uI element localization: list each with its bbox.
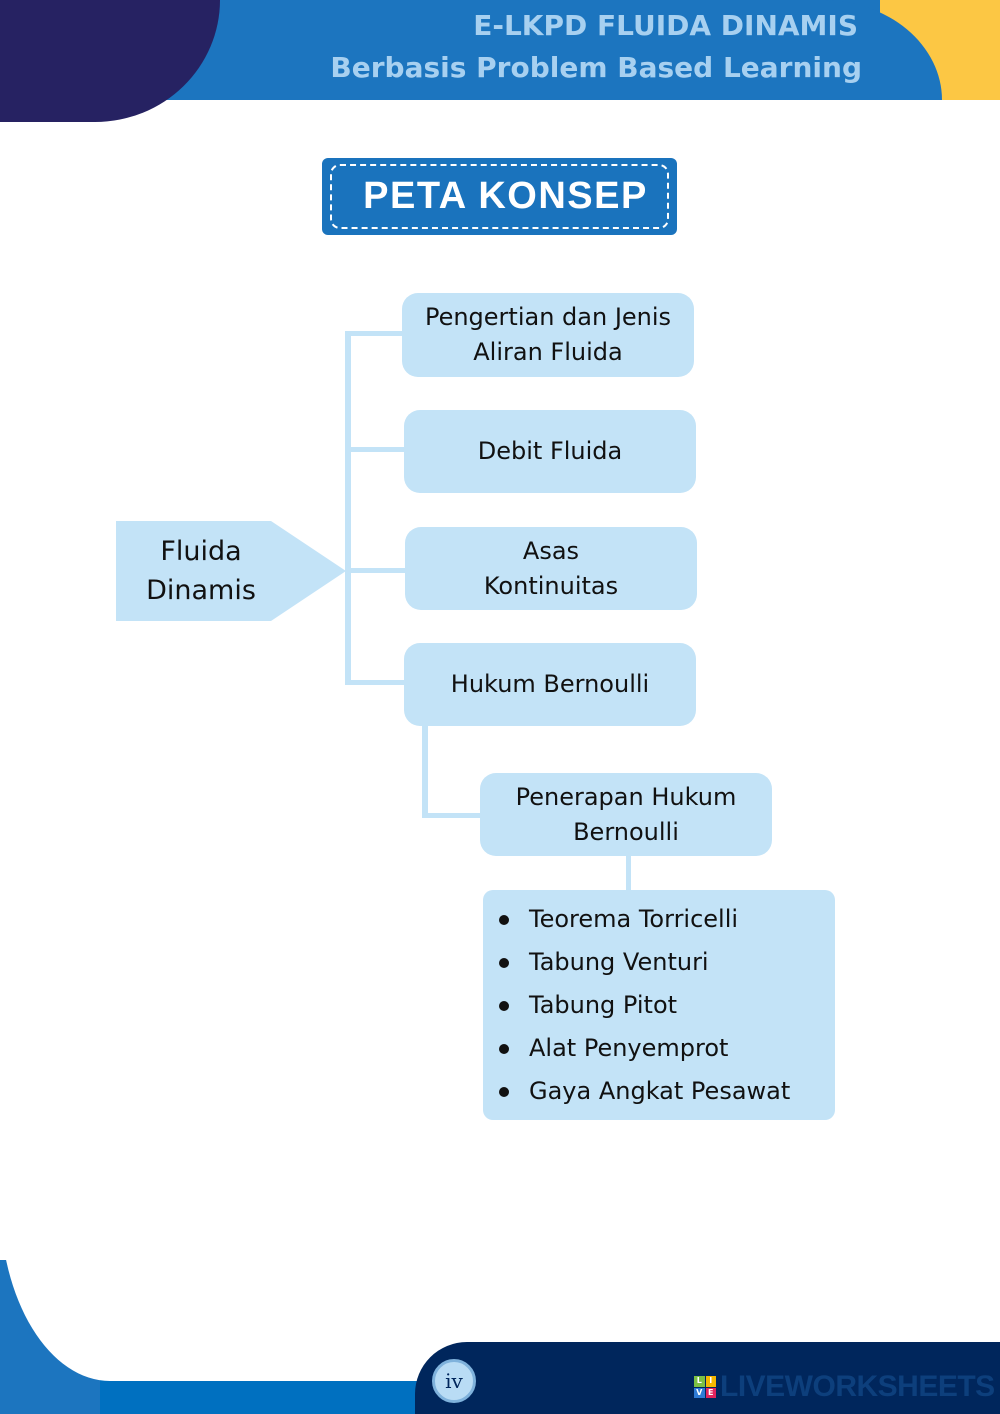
root-node-label: Fluida Dinamis [146,536,256,606]
branch-node-kontinuitas: Asas Kontinuitas [405,527,697,610]
connector-branch-4 [345,680,407,685]
connector-sub-horizontal [422,813,484,818]
branch-node-pengertian: Pengertian dan Jenis Aliran Fluida [402,293,694,377]
branch-node-debit: Debit Fluida [404,410,696,493]
connector-branch-2 [345,447,407,452]
bullet-icon [499,1086,509,1097]
liveworksheets-brand[interactable]: LIVEWORKSHEETS [720,1370,995,1403]
footer-white-curve [0,1200,470,1381]
liveworksheets-logo-icon: L I V E [694,1376,716,1398]
bullet-icon [499,1000,509,1011]
connector-sub-vertical [422,724,428,818]
connector-list [626,853,631,893]
bullet-icon [499,914,509,925]
iv-logo-icon[interactable]: iv [432,1359,476,1403]
page-title: PETA KONSEP [363,175,648,217]
list-item: Alat Penyemprot [497,1027,835,1070]
header-subtitle: Berbasis Problem Based Learning [330,51,862,84]
sub-node-penerapan: Penerapan Hukum Bernoulli [480,773,772,856]
bullet-icon [499,957,509,968]
page-title-badge [322,158,677,235]
header-navy-shape [0,0,220,122]
root-arrow-shape [116,521,346,621]
bullet-icon [499,1043,509,1054]
connector-branch-3 [345,568,409,573]
header-title: E-LKPD FLUIDA DINAMIS [473,9,858,42]
list-item: Teorema Torricelli [497,898,835,941]
page-title-dashed-border [330,164,669,229]
branch-node-bernoulli: Hukum Bernoulli [404,643,696,726]
list-item: Tabung Venturi [497,941,835,984]
applications-list: Teorema Torricelli Tabung Venturi Tabung… [483,890,835,1120]
list-item: Tabung Pitot [497,984,835,1027]
connector-branch-1 [345,331,405,336]
main-trunk-line [345,331,351,685]
list-item: Gaya Angkat Pesawat [497,1070,835,1113]
footer-blue-strip [100,1380,460,1414]
